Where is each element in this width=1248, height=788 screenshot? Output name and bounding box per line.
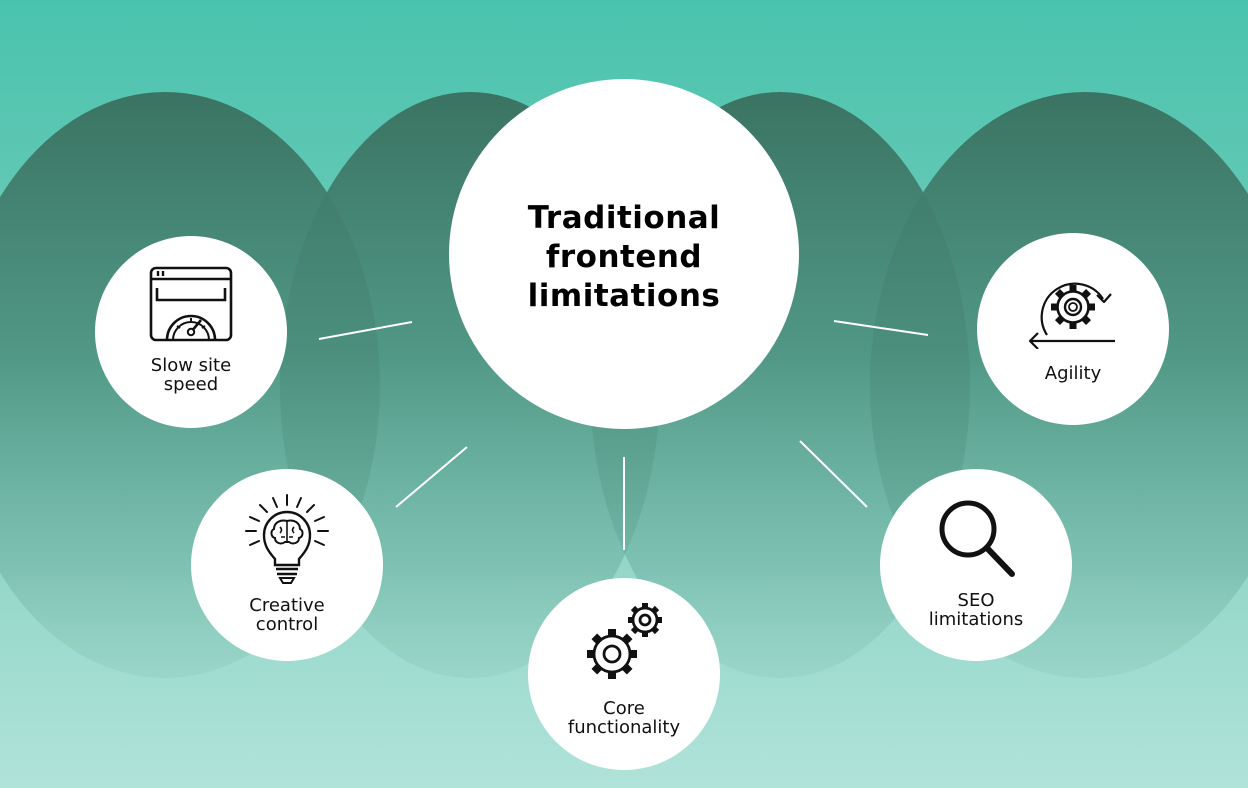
node-label-core-functionality: Core functionality (567, 698, 681, 738)
node-creative-control: Creative control (191, 469, 383, 661)
center-title: Traditional frontend limitations (527, 200, 721, 314)
node-core-functionality: Core functionality (528, 578, 720, 770)
node-label-agility: Agility (1044, 363, 1102, 384)
lightbulb-brain-icon (245, 494, 329, 584)
node-label-seo-limitations: SEO limitations (928, 590, 1024, 630)
center-circle: Traditional frontend limitations (449, 79, 799, 429)
gears-icon (587, 603, 662, 679)
connector-agility (833, 320, 929, 336)
browser-speedometer-icon (149, 266, 233, 342)
node-slow-site-speed: Slow site speed (95, 236, 287, 428)
connector-seo-limitations (799, 440, 868, 508)
node-agility: Agility (977, 233, 1169, 425)
connector-creative-control (395, 446, 468, 508)
magnifying-glass-icon (939, 500, 1015, 577)
cycle-gear-arrow-icon (1028, 282, 1115, 349)
node-label-creative-control: Creative control (249, 595, 325, 635)
node-seo-limitations: SEO limitations (880, 469, 1072, 661)
node-label-slow-site-speed: Slow site speed (150, 355, 232, 395)
connector-slow-site-speed (318, 321, 413, 340)
